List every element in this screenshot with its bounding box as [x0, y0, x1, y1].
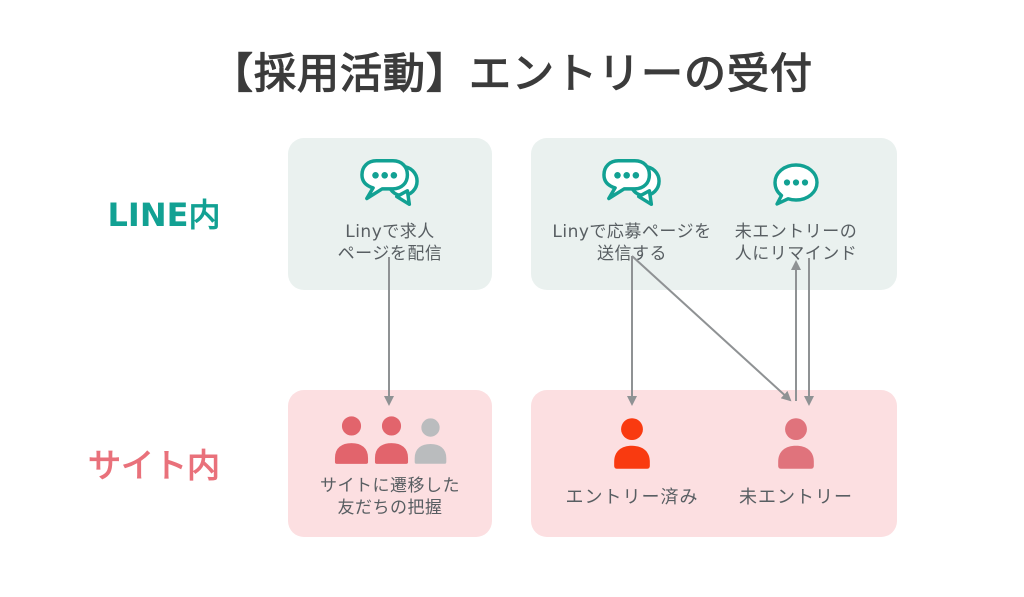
broadcast-item: Linyで求人 ページを配信 [288, 151, 492, 265]
person-icon [609, 415, 655, 471]
person-icon [412, 417, 448, 465]
card-line-actions: Linyで応募ページを 送信する 未エントリーの 人にリマインド [531, 138, 897, 290]
double-chat-bubble-icon [358, 151, 422, 217]
broadcast-text: Linyで求人 ページを配信 [337, 222, 443, 264]
entered-item: エントリー済み [531, 415, 733, 509]
page-title: 【採用活動】エントリーの受付 [210, 49, 813, 98]
remind-item: 未エントリーの 人にリマインド [715, 151, 877, 265]
site-friends-text: サイトに遷移した 友だちの把握 [320, 476, 460, 518]
send-item: Linyで応募ページを 送信する [531, 151, 733, 265]
person-icon [372, 415, 410, 465]
site-friends-item: サイトに遷移した 友だちの把握 [288, 415, 492, 519]
send-text: Linyで応募ページを 送信する [552, 222, 712, 264]
person-icon [332, 415, 370, 465]
row-label-line: LINE内 [107, 196, 221, 234]
card-line-broadcast: Linyで求人 ページを配信 [288, 138, 492, 290]
person-icon [773, 415, 819, 471]
not-entered-item: 未エントリー [715, 415, 877, 509]
not-entered-label: 未エントリー [739, 487, 853, 508]
remind-text: 未エントリーの 人にリマインド [734, 222, 858, 264]
card-site-entry: エントリー済み 未エントリー [531, 390, 897, 537]
double-chat-bubble-icon [600, 151, 664, 217]
entered-label: エントリー済み [565, 487, 699, 508]
row-label-site: サイト内 [88, 446, 220, 485]
people-group-icon [329, 415, 452, 465]
card-site-friends: サイトに遷移した 友だちの把握 [288, 390, 492, 537]
chat-bubble-icon [770, 151, 822, 217]
